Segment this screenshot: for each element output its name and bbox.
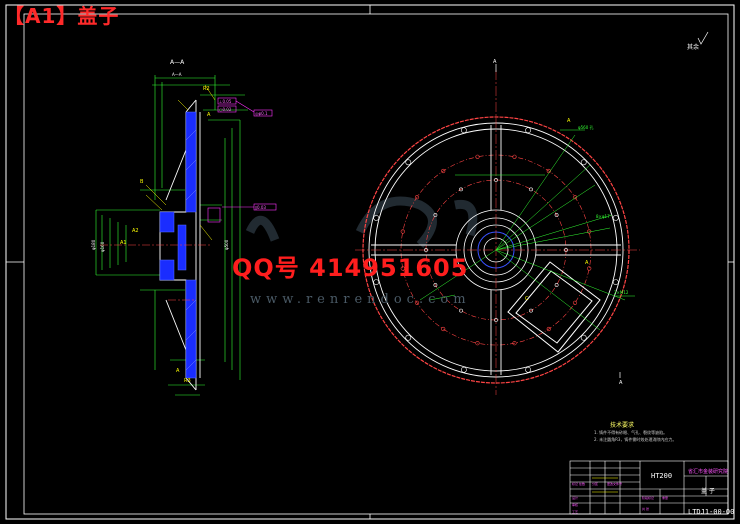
- svg-text:共 张: 共 张: [642, 506, 649, 511]
- svg-text:A: A: [207, 112, 211, 118]
- bolt-hole: [475, 154, 480, 159]
- bolt-hole: [546, 326, 551, 332]
- tech-note-2: 2. 未注圆角R3，铸件需时效处理消除内应力。: [594, 437, 677, 442]
- svg-text:A: A: [585, 260, 589, 266]
- title-block-material: HT200: [651, 472, 673, 480]
- section-view: B A1 A2 A R3 R2 A ⊥0.05 ○0.02 ◎φ0.1 ∥0.0…: [91, 72, 277, 396]
- inner-border: [23, 13, 729, 515]
- bolt-hole: [405, 159, 412, 166]
- bolt-hole: [564, 248, 568, 252]
- svg-text:A2: A2: [132, 228, 139, 234]
- bolt-hole: [529, 187, 533, 192]
- svg-text:B: B: [140, 179, 144, 185]
- svg-text:A: A: [567, 118, 571, 124]
- watermark-url: www.renrendoc.com: [250, 292, 471, 307]
- svg-text:⊥0.05: ⊥0.05: [219, 99, 232, 104]
- bolt-hole: [441, 168, 446, 174]
- svg-text:∥0.03: ∥0.03: [255, 205, 266, 210]
- svg-text:标记 处数: 标记 处数: [572, 481, 585, 486]
- section-arrow-icon: [495, 64, 621, 378]
- bolt-hole: [572, 300, 578, 305]
- title-block-part-name: 盖 子: [701, 488, 715, 495]
- title-block: [569, 460, 729, 515]
- svg-text:重量: 重量: [662, 495, 668, 500]
- bolt-hole: [529, 308, 533, 313]
- bolt-hole: [494, 178, 498, 182]
- section-label: A—A: [170, 59, 185, 66]
- svg-text:A—A: A—A: [172, 72, 182, 77]
- bolt-holes-inner: [424, 178, 568, 322]
- svg-text:8×φ17: 8×φ17: [596, 214, 610, 219]
- bolt-holes-outer: [373, 127, 619, 373]
- svg-text:φ500: φ500: [224, 239, 229, 250]
- bolt-hole: [433, 213, 438, 217]
- bolt-hole: [554, 283, 559, 287]
- drawing-title: 【A1】盖子: [4, 4, 120, 28]
- svg-text:审核: 审核: [572, 502, 578, 507]
- svg-text:设计: 设计: [572, 495, 578, 500]
- bolt-hole: [475, 341, 480, 346]
- svg-text:φ560 孔: φ560 孔: [578, 124, 594, 130]
- svg-text:A: A: [176, 368, 180, 374]
- svg-text:工艺: 工艺: [572, 509, 578, 514]
- bolt-hole: [459, 308, 463, 313]
- svg-text:R2: R2: [203, 86, 210, 92]
- svg-text:分区: 分区: [592, 481, 598, 486]
- surface-roughness-icon: [697, 31, 709, 45]
- bolt-hole: [459, 187, 463, 192]
- bolt-hole: [414, 300, 420, 305]
- svg-text:○0.02: ○0.02: [219, 107, 232, 112]
- bolt-hole: [512, 341, 517, 346]
- bolt-hole: [580, 334, 587, 341]
- bolt-hole: [373, 214, 380, 221]
- bolt-hole: [424, 248, 428, 252]
- svg-text:2×M12: 2×M12: [614, 290, 629, 295]
- bolt-hole: [587, 266, 592, 271]
- bolt-hole: [525, 366, 531, 373]
- bolt-hole: [460, 127, 467, 134]
- bolt-hole: [460, 366, 467, 373]
- bolt-hole: [612, 214, 619, 221]
- bolt-hole: [405, 334, 412, 341]
- svg-text:φ160: φ160: [100, 241, 105, 252]
- bolt-hole: [525, 127, 531, 134]
- svg-text:更改文件号: 更改文件号: [607, 481, 622, 486]
- svg-text:A1: A1: [120, 240, 127, 246]
- roughness-note: 其余: [687, 44, 700, 51]
- svg-text:R3: R3: [184, 378, 191, 384]
- bolt-hole: [400, 266, 405, 271]
- watermark-logo: [245, 196, 478, 249]
- title-block-drawing-code: LTDJ1-00-00: [688, 508, 735, 516]
- bolt-hole: [373, 279, 380, 285]
- watermark-contact: QQ号 414951605: [232, 254, 469, 282]
- svg-text:φ180: φ180: [91, 239, 96, 250]
- bolt-hole: [512, 154, 517, 159]
- bolt-hole: [494, 318, 498, 322]
- cut-mark-bottom: A: [619, 380, 623, 386]
- bolt-hole: [433, 283, 438, 287]
- svg-text:阶段标记: 阶段标记: [642, 495, 654, 500]
- title-block-company: 省汇市金装研究院: [688, 469, 729, 475]
- tech-requirements-title: 技术要求: [610, 422, 635, 429]
- tech-note-1: 1. 铸件不得有砂眼、气孔、裂纹等缺陷。: [594, 430, 668, 435]
- svg-text:C: C: [525, 296, 529, 302]
- plan-view: φ560 孔 8×φ17 2×M12 A A C A A: [355, 59, 640, 395]
- bolt-hole: [612, 279, 619, 285]
- bolt-hole: [441, 326, 446, 332]
- bolt-hole: [414, 195, 420, 200]
- svg-text:◎φ0.1: ◎φ0.1: [255, 111, 268, 116]
- bolt-hole: [580, 159, 587, 166]
- cut-mark-top: A: [493, 59, 497, 65]
- title-block-fills: 标记 处数 分区 更改文件号 设计 审核 工艺 阶段标记 重量 共 张: [572, 481, 668, 514]
- bolt-hole: [400, 229, 405, 234]
- bolt-hole: [554, 213, 559, 217]
